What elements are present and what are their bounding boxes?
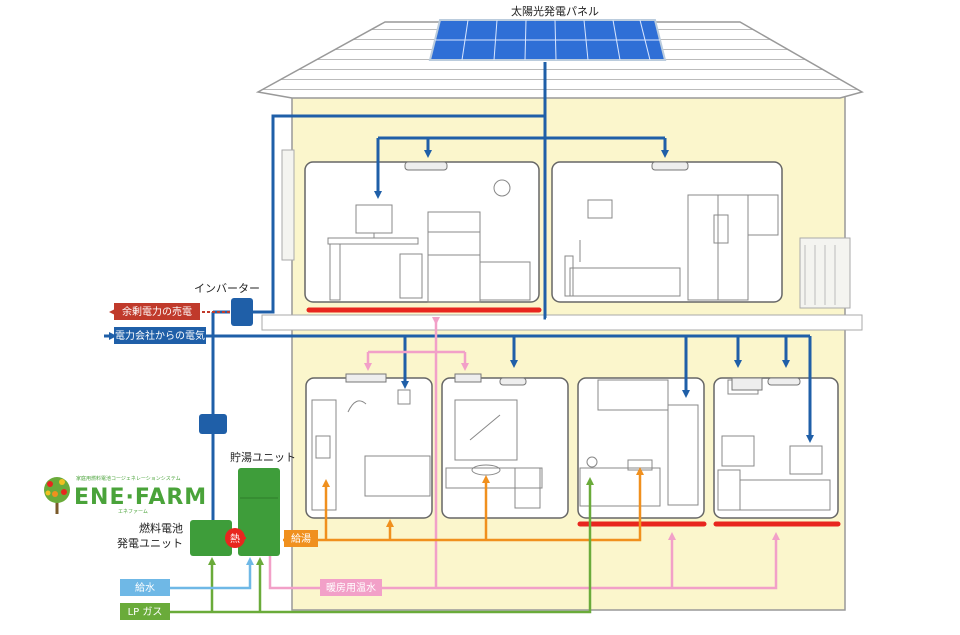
tree-icon xyxy=(44,477,70,514)
water-label: 給水 xyxy=(135,581,155,594)
enefarm-logo: 家庭用燃料電池コージェネレーションシステム ENE·FARM エネファーム xyxy=(44,475,207,515)
heating-water-label: 暖房用温水 xyxy=(326,581,376,594)
tag-gas: LP ガス xyxy=(120,603,170,620)
tag-hot-water: 給湯 xyxy=(284,530,318,547)
eave-band xyxy=(261,314,863,331)
left-balcony xyxy=(281,149,295,261)
hot-water-label: 給湯 xyxy=(291,532,311,545)
logo-reading: エネファーム xyxy=(118,509,148,515)
heat-badge xyxy=(225,528,245,548)
gas-label: LP ガス xyxy=(128,606,163,618)
gas-lines xyxy=(170,477,594,614)
logo-main: ENE·FARM xyxy=(74,485,207,510)
grid-label: 電力会社からの電気 xyxy=(115,329,205,342)
tag-grid: 電力会社からの電気 xyxy=(114,327,206,344)
ceiling-lights xyxy=(345,161,801,391)
inverter-box xyxy=(231,298,253,326)
heat-label: 熱 xyxy=(230,532,240,545)
logo-tagline: 家庭用燃料電池コージェネレーションシステム xyxy=(76,475,181,482)
surplus-label: 余剰電力の売電 xyxy=(122,305,192,318)
hot-water-lines xyxy=(283,467,644,542)
room-washroom xyxy=(441,377,569,519)
solar-panel-label: 太陽光発電パネル xyxy=(511,4,599,18)
storage-unit-label: 貯湯ユニット xyxy=(230,451,296,464)
heating-water-lines xyxy=(268,317,780,590)
tag-heating-water: 暖房用温水 xyxy=(320,579,382,596)
floor-heating xyxy=(306,307,841,527)
tag-water: 給水 xyxy=(120,579,170,596)
storage-unit xyxy=(238,468,280,556)
meter-box xyxy=(199,414,227,434)
tag-surplus: 余剰電力の売電 xyxy=(114,303,200,320)
inverter-label: インバーター xyxy=(194,282,260,295)
fuel-cell-unit xyxy=(190,520,232,556)
rooms xyxy=(304,161,839,519)
solar-panel xyxy=(428,19,667,61)
fuel-cell-label-1: 燃料電池 xyxy=(139,521,183,535)
room-living xyxy=(713,377,839,519)
water-line xyxy=(170,557,254,590)
furniture xyxy=(311,179,831,511)
fuel-cell-label-2: 発電ユニット xyxy=(117,536,183,550)
